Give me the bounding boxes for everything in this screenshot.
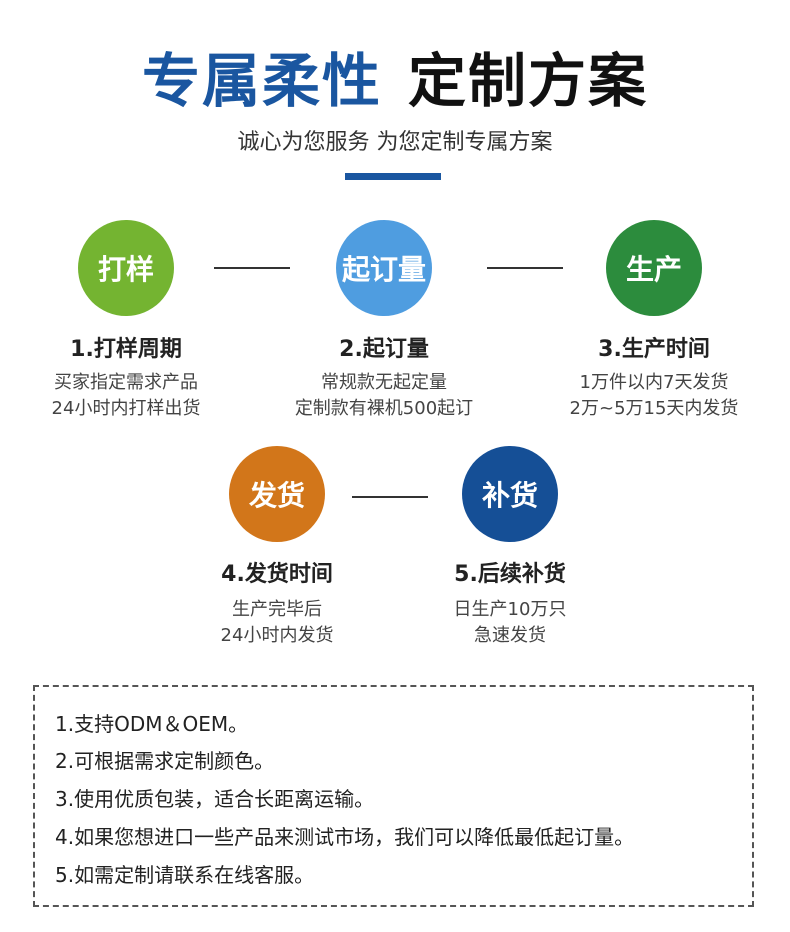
step-1-line-2: 24小时内打样出货 <box>51 398 201 419</box>
step-5-circle-label: 补货 <box>481 479 538 512</box>
title-underline <box>345 173 441 180</box>
step-connector <box>352 496 428 498</box>
step-2-line-2: 定制款有裸机500起订 <box>294 398 474 419</box>
step-2-title: 2.起订量 <box>339 337 429 362</box>
note-item: 5.如需定制请联系在线客服。 <box>55 863 315 887</box>
step-2-circle: 起订量 <box>336 220 432 316</box>
step-connector <box>214 267 290 269</box>
notes-box: 1.支持ODM＆OEM。 2.可根据需求定制颜色。 3.使用优质包装，适合长距离… <box>33 685 754 907</box>
step-1-circle-label: 打样 <box>97 253 154 286</box>
title-highlight: 专属柔性 <box>141 47 382 115</box>
step-2-line-1: 常规款无起定量 <box>321 372 447 393</box>
page-title: 专属柔性定制方案 <box>0 34 790 118</box>
step-3-line-2: 2万~5万15天内发货 <box>569 398 739 419</box>
step-4-line-1: 生产完毕后 <box>232 599 322 620</box>
note-item: 2.可根据需求定制颜色。 <box>55 749 275 773</box>
step-4-line-2: 24小时内发货 <box>220 625 334 646</box>
page-subtitle: 诚心为您服务 为您定制专属方案 <box>237 130 553 155</box>
step-3-title: 3.生产时间 <box>598 337 710 362</box>
note-item: 4.如果您想进口一些产品来测试市场，我们可以降低最低起订量。 <box>55 825 635 849</box>
step-3-circle: 生产 <box>606 220 702 316</box>
step-4-circle-label: 发货 <box>248 479 305 512</box>
note-item: 3.使用优质包装，适合长距离运输。 <box>55 787 375 811</box>
step-3-line-1: 1万件以内7天发货 <box>579 372 729 393</box>
step-5-line-2: 急速发货 <box>474 625 546 646</box>
step-4-circle: 发货 <box>229 446 325 542</box>
note-item: 1.支持ODM＆OEM。 <box>55 712 249 736</box>
step-2-circle-label: 起订量 <box>341 253 426 286</box>
step-connector <box>487 267 563 269</box>
step-5-line-1: 日生产10万只 <box>453 599 567 620</box>
step-4-title: 4.发货时间 <box>221 562 333 587</box>
step-5-title: 5.后续补货 <box>454 562 566 587</box>
title-main: 定制方案 <box>408 47 649 115</box>
step-3-circle-label: 生产 <box>625 253 682 286</box>
step-1-circle: 打样 <box>78 220 174 316</box>
step-1-line-1: 买家指定需求产品 <box>54 372 198 393</box>
step-1-title: 1.打样周期 <box>70 337 182 362</box>
step-5-circle: 补货 <box>462 446 558 542</box>
